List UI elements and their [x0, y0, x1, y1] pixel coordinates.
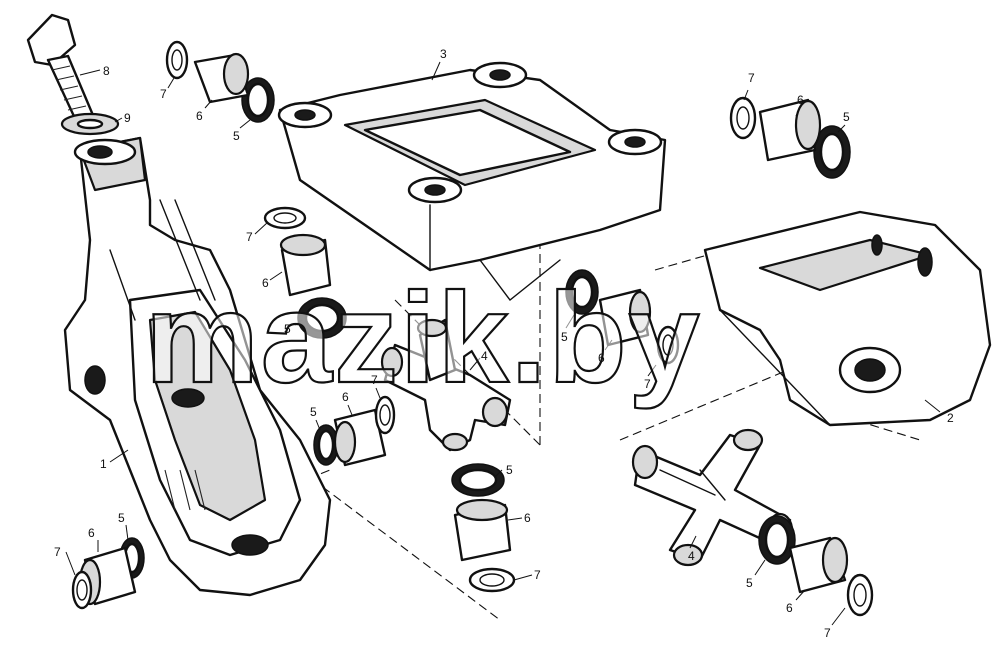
callout-6-mid-right: 6: [598, 351, 605, 365]
callout-7-mid-left: 7: [246, 230, 253, 244]
callout-4-right: 4: [688, 549, 695, 563]
callout-3: 3: [440, 47, 447, 61]
watermark-text: mazik.by: [145, 267, 702, 410]
callout-7-center-low: 7: [534, 568, 541, 582]
housing-part-1: [63, 136, 332, 597]
callout-6-bottom-left: 6: [88, 526, 95, 540]
callout-1: 1: [100, 457, 107, 471]
callout-8: 8: [103, 64, 110, 78]
callout-5-center-left: 5: [310, 405, 317, 419]
callout-7-top-left: 7: [160, 87, 167, 101]
callout-labels: 8 9 1 3 2 4 4 7 6 5 7 6 5 7 6 5 5 6 7 5 …: [54, 47, 954, 640]
callout-leader-lines: [65, 61, 941, 626]
frame-part-3: [277, 61, 667, 301]
yoke-part-2: [703, 210, 992, 427]
callout-6-bottom-right: 6: [786, 601, 793, 615]
callout-9: 9: [124, 111, 131, 125]
bolt-part-8: [26, 13, 97, 127]
washer-part-9: [60, 112, 120, 136]
callout-6-center-low: 6: [524, 511, 531, 525]
callout-7-bottom-right: 7: [824, 626, 831, 640]
callout-2: 2: [947, 411, 954, 425]
callout-5-center-low: 5: [506, 463, 513, 477]
callout-5-top-right: 5: [843, 110, 850, 124]
callout-4-center: 4: [481, 349, 488, 363]
callout-7-mid-right: 7: [644, 377, 651, 391]
seal-rings-part-5: [119, 77, 851, 579]
callout-7-bottom-left: 7: [54, 545, 61, 559]
callout-5-bottom-left: 5: [118, 511, 125, 525]
callout-5-mid-left: 5: [284, 322, 291, 336]
callout-5-mid-right: 5: [561, 330, 568, 344]
callout-5-top-left: 5: [233, 129, 240, 143]
circlips-part-7: [71, 40, 874, 617]
callout-6-mid-left: 6: [262, 276, 269, 290]
callout-6-top-left: 6: [196, 109, 203, 123]
callout-5-bottom-right: 5: [746, 576, 753, 590]
callout-6-top-right: 6: [797, 93, 804, 107]
callout-7-top-right: 7: [748, 71, 755, 85]
callout-7-center-left: 7: [371, 373, 378, 387]
spider-part-4-center: [380, 318, 512, 452]
callout-6-center-left: 6: [342, 390, 349, 404]
